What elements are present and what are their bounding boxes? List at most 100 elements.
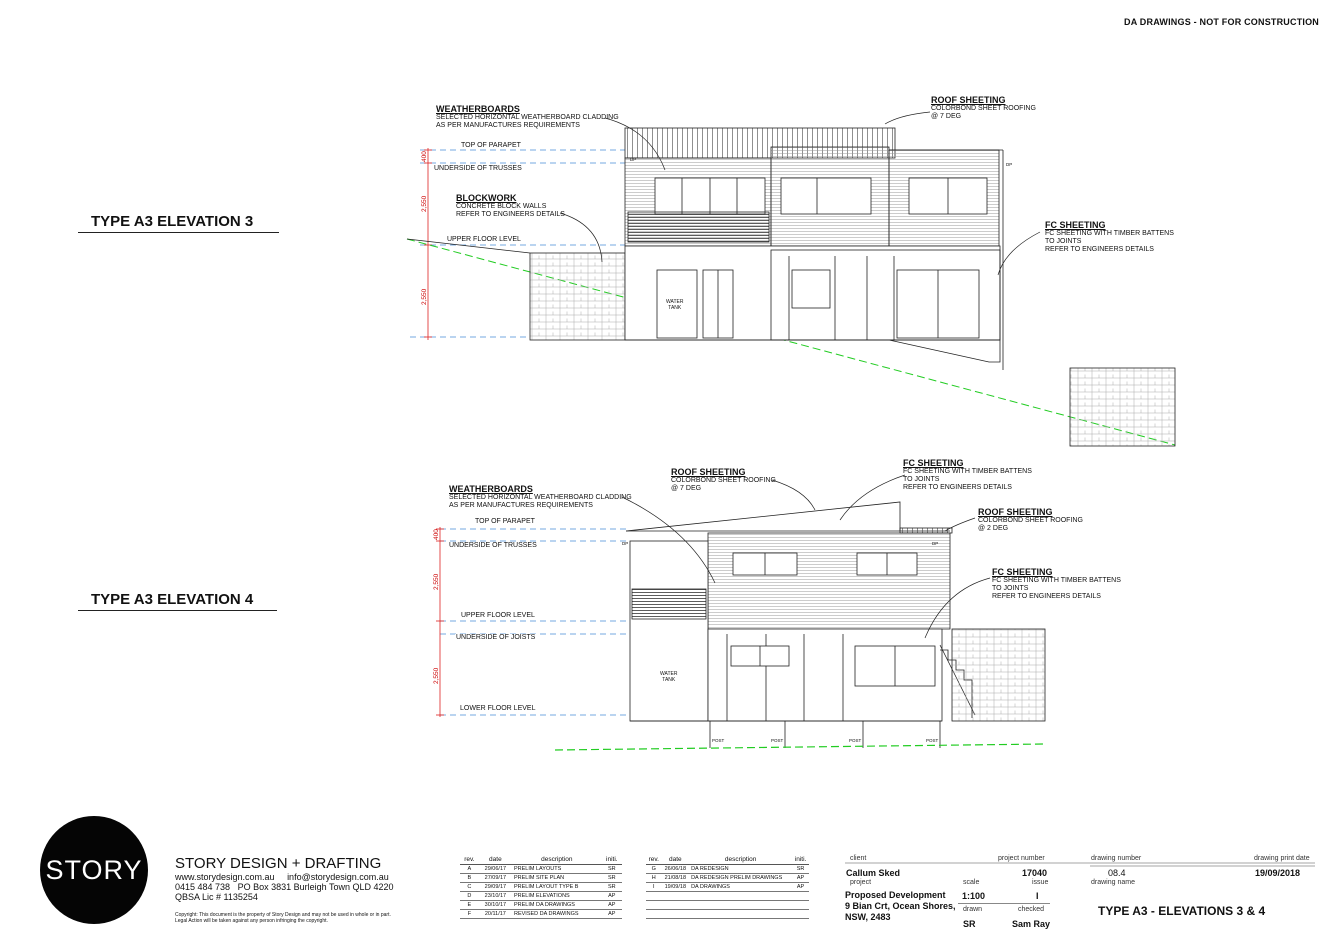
e3-fc-desc-2: TO JOINTS	[1045, 238, 1082, 245]
e3-weatherboards-title: WEATHERBOARDS	[436, 104, 520, 114]
e3-level-underside-of-trusses: UNDERSIDE OF TRUSSES	[433, 165, 523, 172]
e4-roof2-annotation: ROOF SHEETING COLORBOND SHEET ROOFING @ …	[978, 507, 1083, 533]
rev-initials: AP	[601, 891, 622, 901]
rev-header-initials: initi.	[601, 855, 622, 865]
rev-initials: AP	[792, 873, 809, 883]
tb-print-date: 19/09/2018	[1255, 868, 1301, 878]
rev-letter: D	[460, 891, 479, 901]
e4-weatherboards-annotation: WEATHERBOARDS SELECTED HORIZONTAL WEATHE…	[449, 484, 632, 510]
rev-description: PRELIM LAYOUTS	[511, 864, 602, 874]
e4-fc1-annotation: FC SHEETING FC SHEETING WITH TIMBER BATT…	[903, 458, 1032, 492]
firm-qbsa: QBSA Lic # 1135254	[175, 892, 258, 902]
rev-letter: F	[460, 909, 479, 919]
rev-date: 26/06/18	[661, 864, 690, 874]
tb-checked-label: checked	[1018, 906, 1045, 913]
rev-initials: SR	[601, 882, 622, 892]
e3-blockwork-desc-1: CONCRETE BLOCK WALLS	[456, 203, 547, 210]
tb-issue: I	[1036, 891, 1039, 901]
tb-print-date-label: drawing print date	[1254, 855, 1310, 862]
rev-letter: A	[460, 864, 479, 874]
e4-roof2-desc-1: COLORBOND SHEET ROOFING	[978, 517, 1083, 524]
e3-fc-desc-1: FC SHEETING WITH TIMBER BATTENS	[1045, 230, 1174, 237]
e4-dp-right: DP	[932, 541, 939, 546]
tb-checked: Sam Ray	[1012, 919, 1051, 929]
e3-weatherboards-desc-2: AS PER MANUFACTURES REQUIREMENTS	[436, 122, 580, 129]
rev-initials: AP	[792, 882, 809, 892]
rev-header-description: description	[689, 855, 793, 865]
e4-post-2: POST	[771, 738, 784, 743]
e4-level-lower-floor: LOWER FLOOR LEVEL	[459, 705, 537, 712]
rev-initials: SR	[601, 864, 622, 874]
e4-water-tank-label: WATER TANK	[660, 671, 678, 683]
e4-fc1-desc-3: REFER TO ENGINEERS DETAILS	[903, 484, 1012, 491]
firm-web[interactable]: www.storydesign.com.au	[175, 872, 275, 882]
e3-blockwork-desc-2: REFER TO ENGINEERS DETAILS	[456, 211, 565, 218]
story-logo: STORY	[40, 816, 148, 924]
e4-dim-1: 400	[433, 529, 440, 540]
rev-description: PRELIM DA DRAWINGS	[511, 900, 602, 910]
elevation-3-title: TYPE A3 ELEVATION 3	[91, 213, 254, 230]
e4-level-underside-of-joists: UNDERSIDE OF JOISTS	[455, 634, 537, 641]
rev-description: PRELIM LAYOUT TYPE B	[511, 882, 602, 892]
e3-dim-2: 2,550	[421, 195, 428, 212]
rev-header-description: description	[511, 855, 602, 865]
e3-weatherboards-desc-1: SELECTED HORIZONTAL WEATHERBOARD CLADDIN…	[436, 114, 619, 121]
e4-dim-2: 2,550	[433, 573, 440, 590]
firm-email[interactable]: info@storydesign.com.au	[287, 872, 389, 882]
rev-description: DA DRAWINGS	[689, 882, 793, 892]
rev-initials	[792, 891, 809, 901]
tb-client-label: client	[850, 855, 867, 862]
e4-roof1-desc-1: COLORBOND SHEET ROOFING	[671, 477, 776, 484]
e3-blockwork-title: BLOCKWORK	[456, 193, 517, 203]
e4-fc2-desc-2: TO JOINTS	[992, 585, 1029, 592]
elevation-4-title: TYPE A3 ELEVATION 4	[91, 591, 254, 608]
e3-dim-3: 2,550	[421, 288, 428, 305]
tb-project: Proposed Development 9 Bian Crt, Ocean S…	[845, 890, 956, 923]
rev-description: DA REDESIGN	[689, 864, 793, 874]
e4-weatherboards-title: WEATHERBOARDS	[449, 484, 533, 494]
rev-date: 20/11/17	[478, 909, 512, 919]
e3-fc-desc-3: REFER TO ENGINEERS DETAILS	[1045, 246, 1154, 253]
elevation-4-title-underline	[78, 610, 277, 611]
tb-project-number-label: project number	[998, 855, 1045, 862]
firm-copyright: Copyright: This document is the property…	[175, 912, 391, 924]
e3-weatherboards-annotation: WEATHERBOARDS SELECTED HORIZONTAL WEATHE…	[436, 104, 619, 130]
rev-letter: E	[460, 900, 479, 910]
rev-initials: AP	[601, 900, 622, 910]
rev-date: 19/09/18	[661, 882, 690, 892]
e3-dim-1: 400	[421, 151, 428, 162]
e4-tank-line-1: WATER	[660, 671, 678, 677]
rev-letter	[646, 909, 662, 919]
e3-roof-desc-2: @ 7 DEG	[931, 113, 962, 120]
e4-tank-line-2: TANK	[662, 677, 676, 683]
elevation-3-linework	[406, 127, 1176, 447]
e4-level-top-of-parapet: TOP OF PARAPET	[474, 518, 536, 525]
rev-description: PRELIM SITE PLAN	[511, 873, 602, 883]
rev-date: 30/10/17	[478, 900, 512, 910]
tb-project-line-1: Proposed Development	[845, 890, 946, 900]
rev-initials: AP	[601, 909, 622, 919]
tb-project-line-2: 9 Bian Crt, Ocean Shores,	[845, 901, 956, 911]
tb-drawn-label: drawn	[963, 906, 983, 913]
e3-roof-title: ROOF SHEETING	[931, 95, 1006, 105]
e3-level-upper-floor: UPPER FLOOR LEVEL	[446, 236, 522, 243]
rev-description: REVISED DA DRAWINGS	[511, 909, 602, 919]
e4-roof2-title: ROOF SHEETING	[978, 507, 1053, 517]
rev-date: 21/08/18	[661, 873, 690, 883]
rev-description: PRELIM ELEVATIONS	[511, 891, 602, 901]
e4-roof1-title: ROOF SHEETING	[671, 467, 746, 477]
rev-description	[689, 900, 793, 910]
firm-phone: 0415 484 738	[175, 882, 231, 892]
e3-fc-title: FC SHEETING	[1045, 220, 1106, 230]
e4-fc1-desc-1: FC SHEETING WITH TIMBER BATTENS	[903, 468, 1032, 475]
e4-fc1-desc-2: TO JOINTS	[903, 476, 940, 483]
rev-letter: B	[460, 873, 479, 883]
e3-water-tank-label: WATER TANK	[666, 299, 684, 311]
